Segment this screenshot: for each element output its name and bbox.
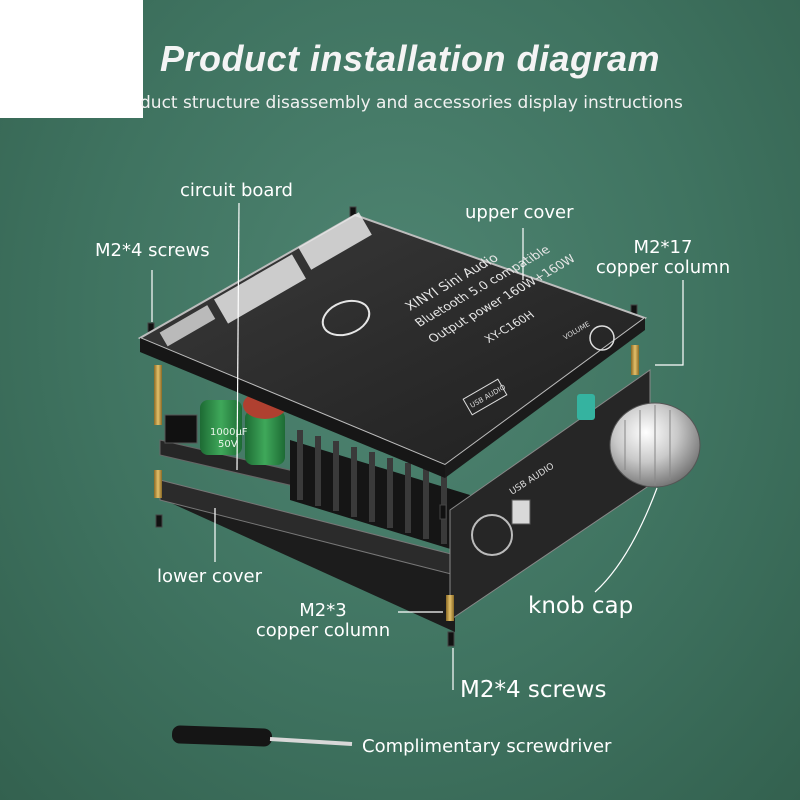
label-upper-cover: upper cover <box>465 202 574 223</box>
label-m2x17-line2: copper column <box>595 257 731 278</box>
m2x17-copper-columns <box>154 345 639 425</box>
label-m2x4-screws-bottom: M2*4 screws <box>460 677 607 703</box>
label-m2x17-copper-column: M2*17 copper column <box>588 238 738 278</box>
label-m2x3-copper-column: M2*3 copper column <box>248 601 398 641</box>
label-m2x3-line1: M2*3 <box>299 600 347 621</box>
capacitor-1 <box>200 400 242 455</box>
front-panel: USB AUDIO <box>449 369 701 621</box>
label-screwdriver: Complimentary screwdriver <box>362 736 612 757</box>
capacitor-voltage: 50V <box>218 439 238 450</box>
circuit-board-layer: 1000μF 50V <box>159 391 470 555</box>
leader-lines <box>151 202 684 690</box>
white-corner-patch <box>0 0 143 118</box>
label-m2x3-line2: copper column <box>255 620 391 641</box>
capacitor-value: 1000μF <box>210 427 248 438</box>
label-m2x4-screws-top: M2*4 screws <box>95 240 210 261</box>
capacitor-2 <box>245 410 285 465</box>
screwdriver <box>171 725 353 747</box>
knob <box>609 402 701 488</box>
upper-cover-plate: XINYI Sini Audio Bluetooth 5.0 compatibl… <box>137 212 648 478</box>
page-subtitle: duct structure disassembly and accessori… <box>140 93 683 113</box>
page-title: Product installation diagram <box>160 38 661 79</box>
label-circuit-board: circuit board <box>180 180 293 201</box>
label-m2x17-line1: M2*17 <box>633 237 693 258</box>
m2x3-copper-columns <box>154 470 454 621</box>
label-lower-cover: lower cover <box>157 566 262 587</box>
usb-port <box>511 499 531 525</box>
label-knob-cap: knob cap <box>528 593 634 619</box>
